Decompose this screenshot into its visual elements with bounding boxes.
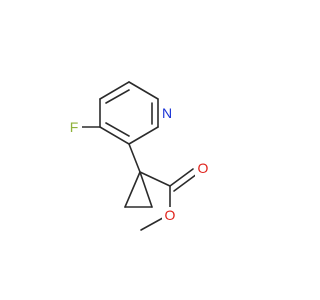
atom-ether-oxygen: O	[162, 207, 178, 224]
ring-bond-c2-c3-inner	[105, 122, 130, 137]
ring-bond-n1-c2	[128, 126, 159, 145]
molecule-structure-diagram: F N O O	[66, 81, 211, 231]
atom-label-fluorine: F	[70, 119, 79, 135]
atom-fluorine: F	[66, 119, 82, 136]
atom-label-nitrogen: N	[162, 105, 172, 121]
bond-carbonyl-oxygen-2	[173, 173, 198, 192]
bond-cyclopropane-carbonyl	[139, 171, 171, 187]
ring-bond-c5-c6	[128, 81, 159, 100]
ring-bond-c4-c5-inner	[105, 89, 130, 104]
cyclopropane-bond-1	[124, 171, 141, 208]
ring-bond-c4-c5	[99, 81, 130, 100]
cyclopropane-bond-2	[139, 171, 153, 208]
bond-carbonyl-oxygen-1	[169, 168, 194, 187]
ring-bond-c2-c3	[99, 126, 130, 145]
bond-c2-cyclopropane	[128, 143, 141, 173]
atom-label-carbonyl-oxygen: O	[198, 160, 209, 176]
atom-carbonyl-oxygen: O	[195, 160, 211, 177]
atom-label-ether-oxygen: O	[165, 207, 176, 223]
atom-nitrogen: N	[159, 105, 175, 122]
